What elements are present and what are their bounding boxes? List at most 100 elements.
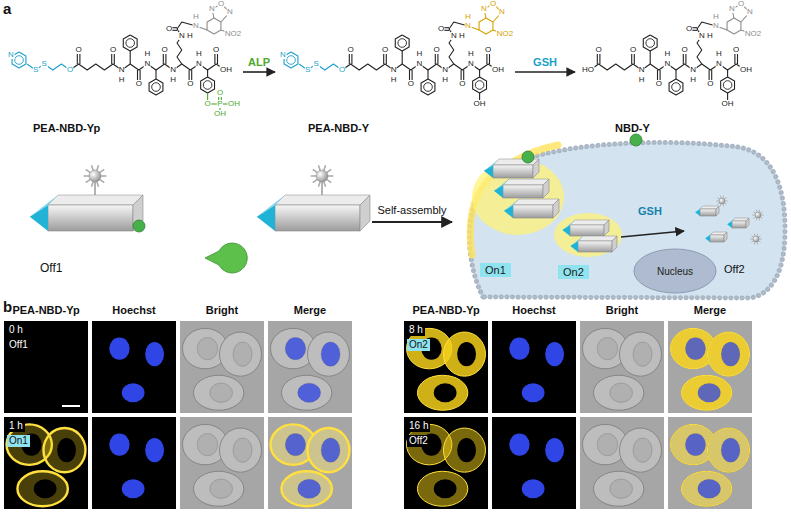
micrograph [580, 321, 664, 413]
atom-label: O [213, 46, 220, 54]
column-header: Bright [206, 304, 238, 317]
atom-label: N [713, 22, 720, 30]
graphic-shape [619, 332, 661, 376]
graphic-shape [48, 205, 133, 231]
graphic-shape [257, 195, 285, 217]
graphic-shape [578, 241, 612, 252]
graphic-shape [475, 81, 484, 90]
molecule-name: PEA-NBD-Y [308, 122, 369, 134]
graphic-shape [219, 428, 261, 472]
atom-label: O [165, 25, 172, 33]
atom-label: H [707, 32, 714, 40]
row-label: 16 h [407, 420, 430, 432]
graphic-shape [434, 383, 457, 402]
atom-label: H [638, 76, 645, 84]
atom-label: O [66, 66, 73, 74]
graphic-shape [268, 321, 352, 413]
atom-label: O [216, 89, 223, 97]
graphic-shape [727, 70, 728, 77]
graphic-shape [307, 428, 349, 472]
atom-label: OH [228, 100, 241, 108]
graphic-shape [630, 134, 642, 146]
graphic-shape [197, 433, 217, 455]
graphic-shape [210, 479, 233, 498]
graphic-shape [48, 195, 143, 205]
graphic-shape [503, 179, 549, 185]
graphic-shape [133, 220, 145, 232]
atom-label: N [499, 8, 506, 16]
graphic-shape [443, 332, 485, 376]
atom-label: H [118, 76, 125, 84]
reagent-label: GSH [638, 205, 662, 217]
atom-label: N [729, 5, 736, 13]
graphic-shape [372, 221, 452, 223]
micrograph [404, 321, 488, 413]
atom-label: OH [473, 100, 486, 108]
micrograph [268, 321, 352, 413]
graphic-shape [643, 35, 657, 51]
enzyme-label: ALP [248, 56, 270, 68]
graphic-shape [109, 433, 129, 455]
atom-label: H [187, 32, 194, 40]
atom-label: N [209, 5, 216, 13]
atom-label: O [737, 0, 744, 8]
graphic-shape [205, 243, 247, 273]
scale-bar [62, 405, 80, 407]
self-assembly-cartoon [30, 165, 452, 273]
graphic-shape [307, 332, 349, 376]
micrograph [92, 321, 176, 413]
graphic-shape [554, 213, 622, 257]
atom-label: O [485, 46, 492, 54]
graphic-shape [469, 142, 785, 298]
graphic-shape [307, 428, 349, 472]
graphic-shape [698, 383, 721, 402]
graphic-shape [469, 142, 785, 298]
atom-label: H [690, 76, 697, 84]
graphic-shape [681, 375, 731, 410]
graphic-shape [685, 433, 705, 455]
molecule-name: NBD-Y [615, 122, 650, 134]
graphic-shape [92, 321, 176, 413]
graphic-shape [619, 428, 661, 472]
graphic-shape [193, 375, 243, 410]
atom-label: OH [721, 100, 734, 108]
graphic-shape [479, 18, 493, 34]
graphic-shape [597, 337, 617, 359]
graphic-shape [610, 479, 633, 498]
column-header: Hoechst [512, 304, 555, 317]
atom-label: H [716, 50, 723, 58]
graphic-shape [710, 235, 724, 242]
graphic-shape [109, 337, 129, 359]
atom-label: HO [582, 66, 595, 74]
graphic-shape [472, 159, 564, 235]
graphic-shape [593, 375, 643, 410]
atom-label: OH [214, 110, 227, 118]
micrograph [580, 417, 664, 509]
row-label: 8 h [407, 324, 425, 336]
graphic-shape [298, 479, 321, 498]
atom-label: S [304, 66, 310, 74]
graphic-shape [287, 56, 296, 65]
atom-label: H [170, 76, 177, 84]
reaction-arrow [243, 71, 275, 73]
state-label: On2 [563, 266, 584, 278]
graphic-shape [604, 220, 609, 236]
atom-label: O [681, 46, 688, 54]
state-label: On1 [485, 264, 506, 276]
graphic-shape [707, 428, 749, 472]
micrograph [668, 321, 752, 413]
organelle-label: Nucleus [657, 266, 693, 277]
graphic-shape [698, 383, 721, 402]
atom-label: H [713, 13, 720, 21]
atom-label: N [465, 22, 472, 30]
graphic-shape [155, 70, 156, 79]
graphic-shape [494, 185, 503, 198]
atom-label: O [629, 46, 636, 54]
graphic-shape [219, 332, 261, 376]
column-header: PEA-NBD-Yp [12, 304, 79, 317]
graphic-shape [321, 342, 340, 366]
micrograph [4, 321, 88, 413]
graphic-shape [522, 151, 534, 163]
graphic-shape [633, 342, 652, 366]
graphic-shape [316, 170, 328, 182]
